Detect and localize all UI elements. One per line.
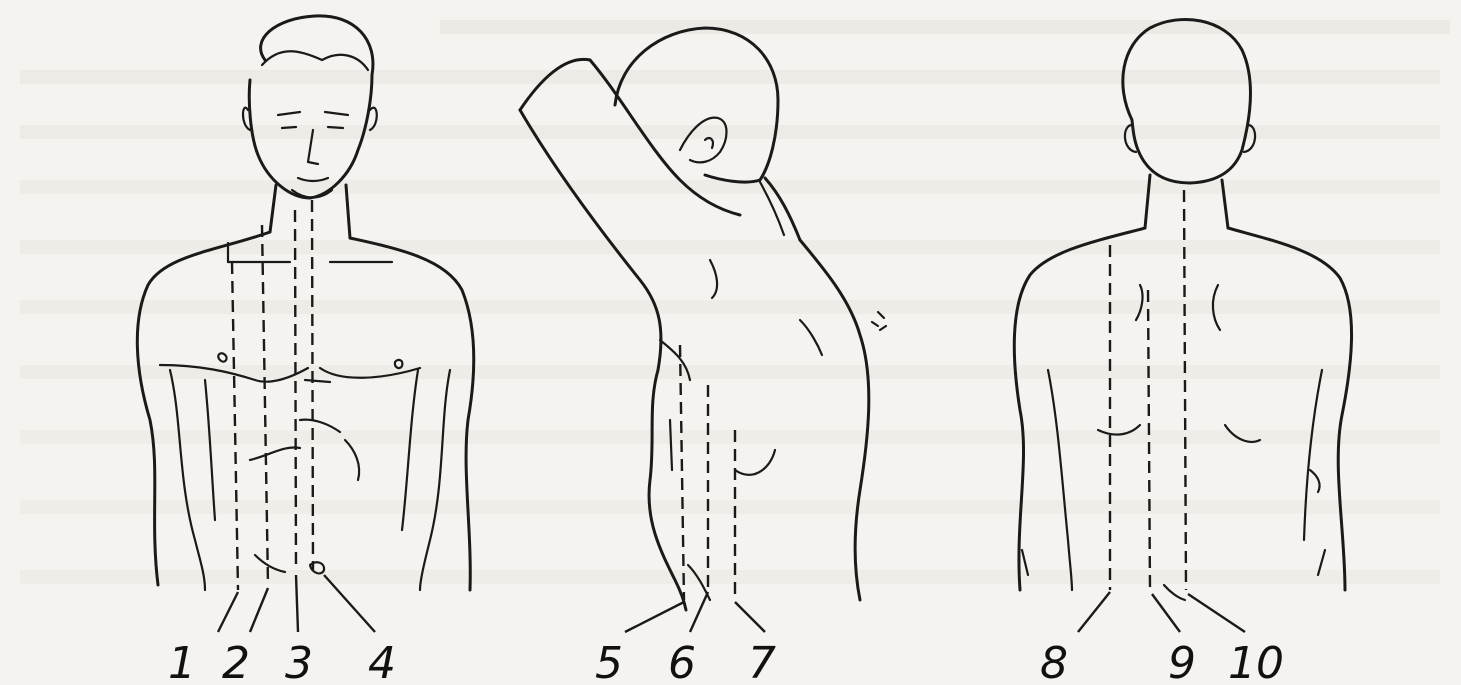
label-5: 5	[595, 638, 623, 685]
leader-1	[218, 592, 238, 632]
label-8: 8	[1040, 638, 1068, 685]
label-6: 6	[668, 638, 696, 685]
leader-2	[250, 588, 268, 632]
line-5-dashed	[680, 345, 684, 600]
side-view-torso	[520, 28, 886, 610]
line-2-dashed	[262, 225, 268, 585]
line-3-dashed	[295, 210, 296, 570]
label-1: 1	[168, 638, 196, 685]
side-dashed-lines	[680, 345, 735, 600]
label-9: 9	[1168, 638, 1196, 685]
label-4: 4	[368, 638, 396, 685]
line-4-dashed	[312, 200, 313, 570]
leader-5	[625, 602, 684, 632]
leader-8	[1078, 592, 1110, 632]
label-2: 2	[222, 638, 250, 685]
paper-bleed-through	[20, 20, 1450, 584]
leader-7	[735, 602, 765, 632]
line-number-labels: 1 2 3 4 5 6 7 8 9 10	[168, 638, 1284, 685]
leader-10	[1188, 594, 1245, 632]
label-10: 10	[1228, 638, 1284, 685]
label-3: 3	[285, 638, 313, 685]
leader-6	[690, 592, 708, 632]
leader-9	[1152, 594, 1180, 632]
label-7: 7	[748, 638, 776, 685]
front-dashed-lines	[232, 200, 313, 590]
